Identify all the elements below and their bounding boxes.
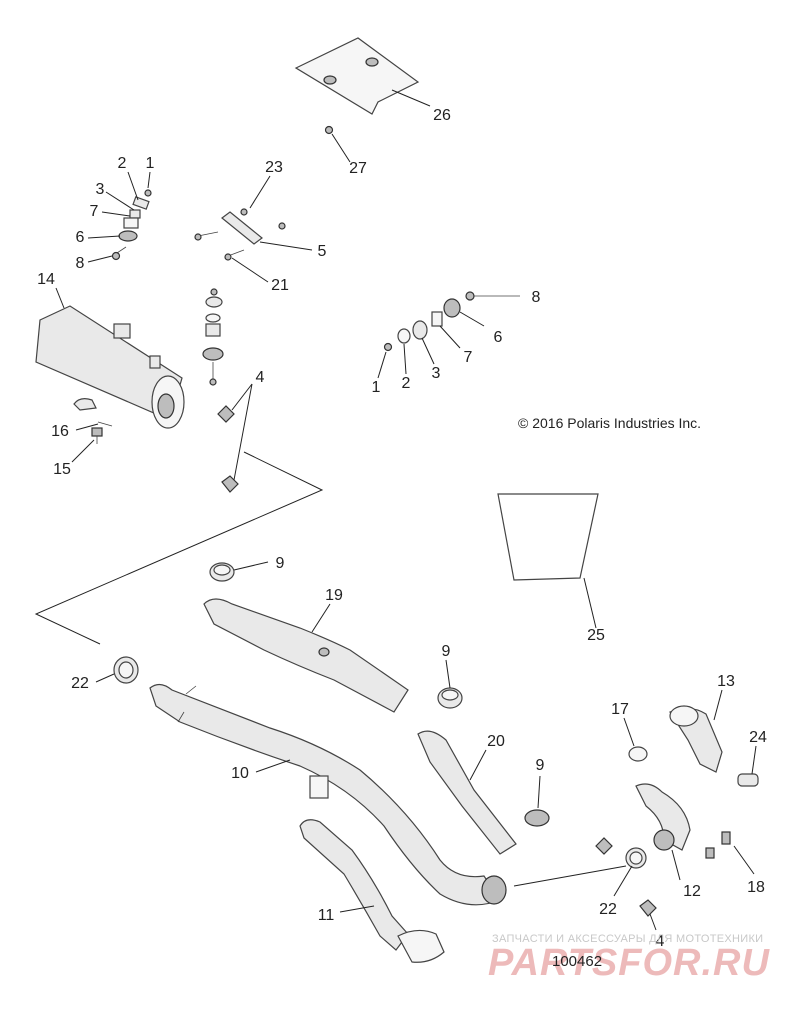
callout-20: 20	[487, 733, 505, 750]
callout-13: 13	[717, 673, 735, 690]
callout-4-upper: 4	[256, 369, 265, 386]
callout-26: 26	[433, 107, 451, 124]
callout-12: 12	[683, 883, 701, 900]
callout-10: 10	[231, 765, 249, 782]
leader-lines	[55, 89, 757, 931]
callout-7-upper: 7	[90, 203, 99, 220]
part-19-heat-shield	[203, 598, 409, 713]
callout-8-upper: 8	[76, 255, 85, 272]
callout-11: 11	[318, 907, 335, 924]
callout-6-right: 6	[494, 329, 503, 346]
part-12-elbow-pipe	[635, 783, 691, 851]
callout-9-b: 9	[442, 643, 451, 660]
callout-labels: 1 2 3 7 6 8 23 5 21 26 27 14 4 16 15 8 6…	[37, 107, 767, 950]
part-13-flange-pipe	[669, 705, 723, 773]
watermark-tagline: ЗАПЧАСТИ И АКСЕССУАРЫ ДЛЯ МОТОТЕХНИКИ	[492, 933, 764, 945]
callout-4-lower: 4	[656, 933, 665, 950]
callout-21: 21	[271, 277, 289, 294]
group-boundary-lines	[34, 451, 324, 645]
part-18-bolts	[705, 831, 731, 859]
part-17-gasket	[628, 746, 648, 762]
callout-19: 19	[325, 587, 343, 604]
callout-3-upper: 3	[96, 181, 105, 198]
part-22-gasket-right	[625, 847, 647, 869]
copyright-notice: © 2016 Polaris Industries Inc.	[518, 415, 702, 431]
callout-18: 18	[747, 879, 765, 896]
callout-22-left: 22	[71, 675, 89, 692]
callout-25: 25	[587, 627, 605, 644]
hardware-stack-right	[383, 291, 520, 352]
part-15-bolt	[91, 427, 103, 444]
part-9-clamp-b	[437, 687, 463, 709]
callout-1-right: 1	[372, 379, 381, 396]
part-9-clamp-a	[209, 562, 235, 582]
callout-2-right: 2	[402, 375, 411, 392]
part-22-gasket-left	[113, 656, 139, 684]
watermark-brand: PARTSFOR.RU	[488, 942, 770, 984]
part-4-spring-lower	[595, 837, 657, 917]
part-5-mounting-bracket	[194, 208, 286, 261]
callout-9-a: 9	[276, 555, 285, 572]
callout-14: 14	[37, 271, 55, 288]
callout-3-right: 3	[432, 365, 441, 382]
callout-5: 5	[318, 243, 327, 260]
callout-17: 17	[611, 701, 629, 718]
part-4-spring-upper	[217, 405, 239, 493]
part-25-decal	[497, 493, 599, 581]
part-26-heat-shield-plate	[294, 37, 420, 115]
callout-24: 24	[749, 729, 767, 746]
part-27-nut	[324, 125, 334, 135]
callout-1-upper: 1	[146, 155, 155, 172]
callout-23: 23	[265, 159, 283, 176]
callout-27: 27	[349, 160, 367, 177]
part-11-pipe	[299, 819, 445, 963]
muffler-mount-stack	[202, 288, 224, 386]
figure-number: 100462	[552, 953, 603, 970]
part-20-heat-shield	[417, 730, 517, 855]
callout-2-upper: 2	[118, 155, 127, 172]
part-9-clamp-c	[524, 809, 550, 827]
callout-8-right: 8	[532, 289, 541, 306]
part-10-head-pipe	[149, 683, 507, 906]
callout-7-right: 7	[464, 349, 473, 366]
callout-15: 15	[53, 461, 71, 478]
callout-22-right: 22	[599, 901, 617, 918]
part-24-sensor-plug	[737, 773, 759, 787]
part-14-muffler	[35, 305, 185, 429]
callout-16: 16	[51, 423, 69, 440]
part-16-pin	[97, 421, 113, 427]
callout-9-c: 9	[536, 757, 545, 774]
callout-6-upper: 6	[76, 229, 85, 246]
